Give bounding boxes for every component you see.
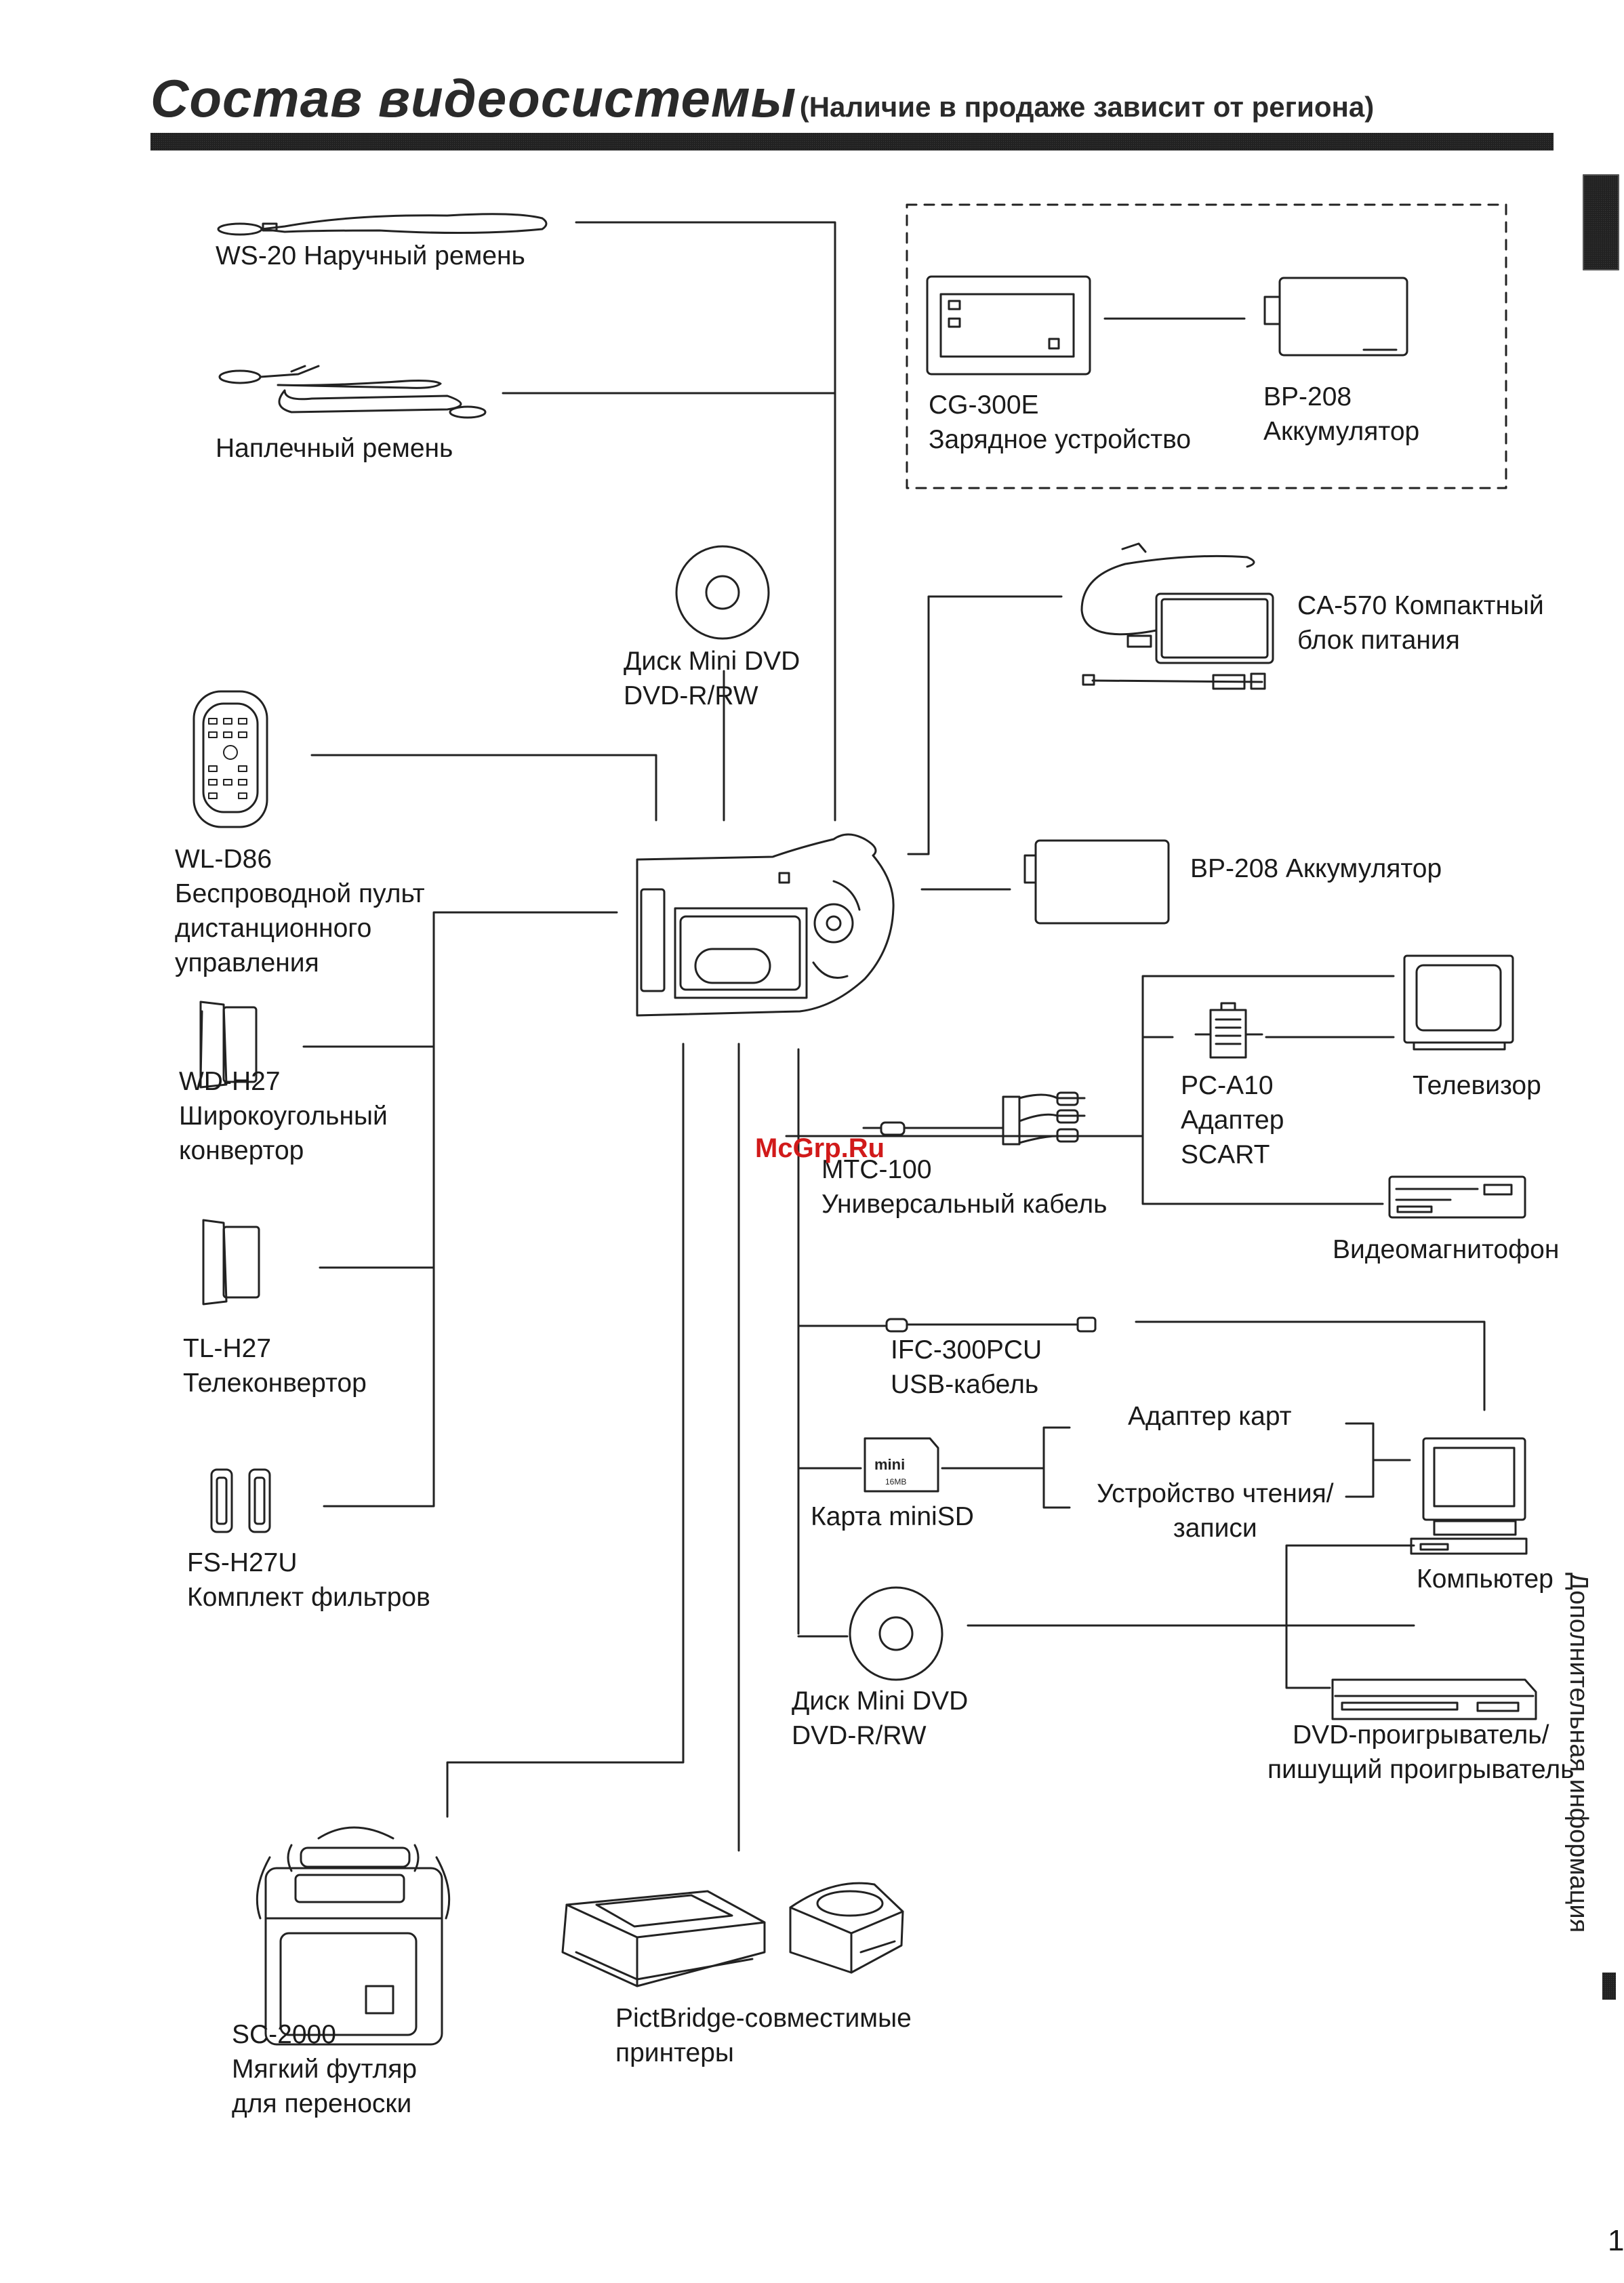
label-minisd: Карта miniSD xyxy=(811,1502,974,1531)
label-battery: BP-208 Аккумулятор xyxy=(1190,854,1442,883)
label-computer: Компьютер xyxy=(1417,1564,1554,1594)
header-rule xyxy=(150,133,1554,150)
disc-icon xyxy=(675,545,770,640)
camcorder-icon xyxy=(636,833,895,1017)
battery-icon xyxy=(1023,839,1170,925)
lens-icon xyxy=(199,1001,258,1089)
page-title: Состав видеосистемы (Наличие в продаже з… xyxy=(150,68,1374,129)
printer-icon xyxy=(789,1882,904,1974)
connector-lines xyxy=(302,221,1486,1852)
watermark: McGrp.Ru xyxy=(755,1133,885,1163)
label-vcr: Видеомагнитофон xyxy=(1333,1235,1560,1264)
vcr-icon xyxy=(1388,1175,1526,1219)
filter-icon xyxy=(210,1468,271,1533)
av-cable-icon xyxy=(862,1091,1086,1146)
disc-icon xyxy=(849,1586,943,1681)
bag-icon xyxy=(256,1826,451,2046)
lens-icon xyxy=(202,1219,260,1306)
power-adapter-icon xyxy=(1080,542,1274,690)
dvd-player-icon xyxy=(1331,1678,1537,1720)
computer-icon xyxy=(1410,1437,1528,1555)
battery-icon xyxy=(1263,277,1408,357)
label-card-adapter: Адаптер карт xyxy=(1128,1402,1292,1431)
scart-icon xyxy=(1194,1002,1263,1059)
tv-icon xyxy=(1403,954,1514,1051)
svg-text:16MB: 16MB xyxy=(885,1477,906,1487)
printer-icon xyxy=(561,1890,766,1987)
side-marker xyxy=(1602,1973,1616,2000)
minisd-icon: mini 16MB xyxy=(864,1437,939,1493)
remote-icon xyxy=(192,690,268,828)
label-tv: Телевизор xyxy=(1413,1071,1541,1100)
strap-icon xyxy=(217,213,548,236)
page-number: 1 xyxy=(1608,2224,1624,2257)
charger-icon xyxy=(926,275,1246,376)
usb-cable-icon xyxy=(885,1316,1097,1333)
shoulder-strap-icon xyxy=(218,365,487,419)
label-wrist-strap: WS-20 Наручный ремень xyxy=(216,241,525,270)
battery-kit-box xyxy=(906,203,1507,489)
svg-text:mini: mini xyxy=(874,1456,905,1473)
title-subtitle: (Наличие в продаже зависит от региона) xyxy=(799,91,1375,123)
title-main: Состав видеосистемы xyxy=(150,68,797,128)
label-card-reader: Устройство чтения/записи xyxy=(1097,1479,1334,1543)
label-dvd-player: DVD-проигрыватель/пишущий проигрыватель xyxy=(1267,1720,1575,1784)
sidebar-section-label: Дополнительная информация xyxy=(1564,1573,1593,1933)
side-tab xyxy=(1583,174,1619,270)
label-shoulder-strap: Наплечный ремень xyxy=(216,434,453,463)
